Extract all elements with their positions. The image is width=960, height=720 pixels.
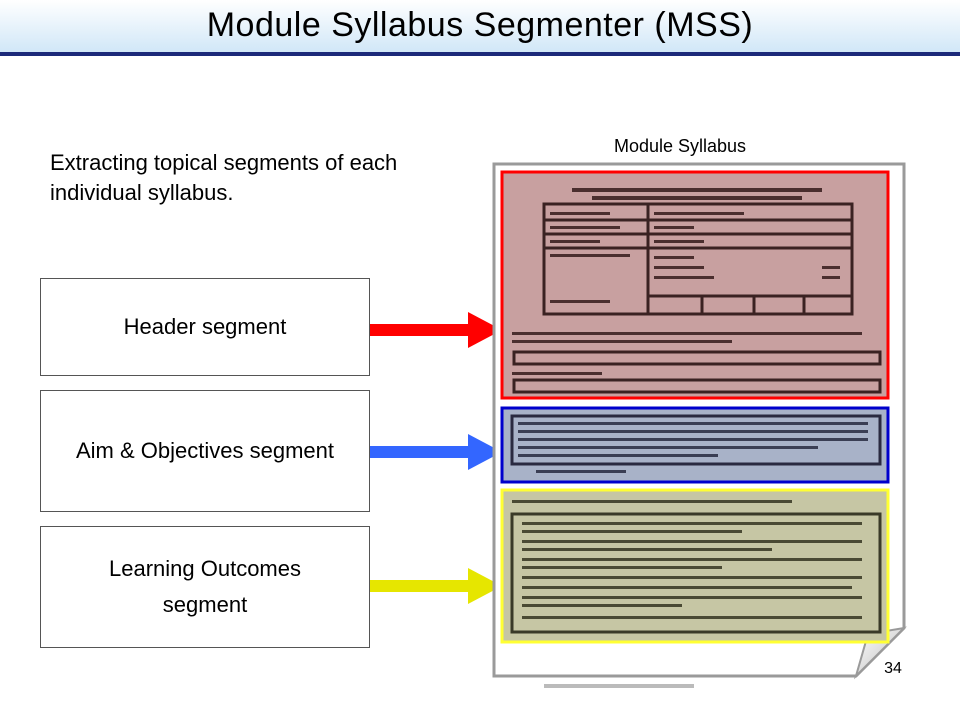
title-underline xyxy=(0,52,960,56)
aim-arrow xyxy=(370,434,502,470)
header-segment-box: Header segment xyxy=(40,278,370,376)
intro-text: Extracting topical segments of each indi… xyxy=(50,150,398,205)
title-bar: Module Syllabus Segmenter (MSS) xyxy=(0,0,960,56)
document-label: Module Syllabus xyxy=(613,136,747,156)
syllabus-document-illustration xyxy=(492,162,907,688)
header-arrow xyxy=(370,312,502,348)
outcomes-arrow xyxy=(370,568,502,604)
aim-segment-box: Aim & Objectives segment xyxy=(40,390,370,512)
aim-segment-label: Aim & Objectives segment xyxy=(76,438,334,463)
outcomes-segment-label: Learning Outcomes segment xyxy=(109,556,301,617)
header-segment-label: Header segment xyxy=(123,314,287,339)
page-number: 34 xyxy=(884,660,902,677)
slide-title: Module Syllabus Segmenter (MSS) xyxy=(206,6,754,44)
outcomes-segment-box: Learning Outcomes segment xyxy=(40,526,370,648)
